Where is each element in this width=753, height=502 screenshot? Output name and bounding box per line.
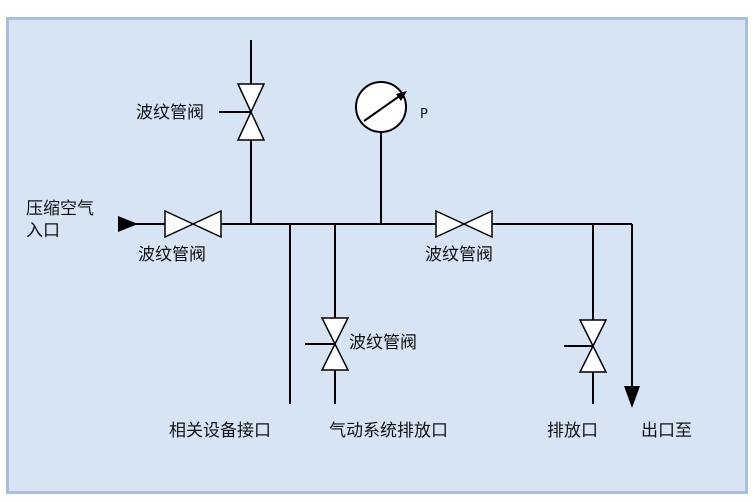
- top-valve-label: 波纹管阀: [136, 103, 204, 123]
- equipment-port-label: 相关设备接口: [169, 421, 271, 441]
- inlet-label-line2: 入口: [26, 221, 60, 241]
- inlet-label-line1: 压缩空气: [26, 199, 94, 219]
- pneumatic-drain-label: 气动系统排放口: [329, 421, 448, 441]
- left-valve-label: 波纹管阀: [138, 245, 206, 265]
- pressure-gauge-icon: [355, 81, 407, 133]
- top-valve-icon: [219, 83, 266, 141]
- right-valve-icon: [435, 209, 493, 239]
- right-valve-label: 波纹管阀: [425, 245, 493, 265]
- mid-valve-label: 波纹管阀: [349, 333, 417, 353]
- gauge-label: P: [420, 107, 428, 122]
- mid-valve-icon: [305, 317, 350, 371]
- inlet-arrow-icon: [118, 216, 138, 232]
- drain-label: 排放口: [547, 421, 598, 441]
- outlet-label: 出口至: [641, 421, 692, 441]
- drain-valve-icon: [564, 319, 608, 373]
- left-valve-icon: [164, 209, 222, 239]
- outlet-arrow-icon: [624, 386, 640, 408]
